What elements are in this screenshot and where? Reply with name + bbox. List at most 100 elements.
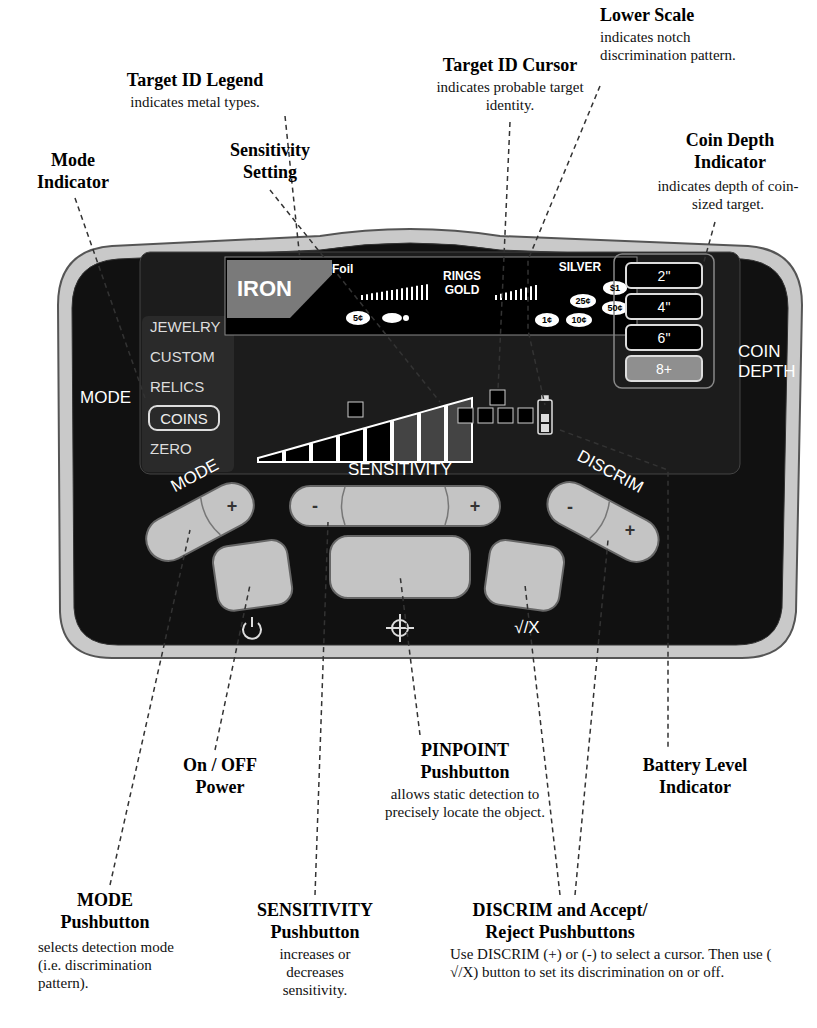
- callout-note: increases or decreases sensitivity.: [255, 945, 375, 999]
- callout-title: On / OFF Power: [165, 755, 275, 798]
- callout-note: indicates probable target identity.: [430, 78, 590, 114]
- power-icon: [243, 617, 261, 639]
- callout-title: Sensitivity Setting: [215, 140, 325, 183]
- button-sign: +: [222, 496, 242, 516]
- legend-tick: [391, 290, 393, 300]
- legend-tick: [386, 291, 388, 300]
- pinpoint-button: [330, 536, 470, 598]
- node-text: IRON: [237, 276, 292, 302]
- cursor-squares: [348, 390, 533, 423]
- panel-label: COIN DEPTH: [738, 342, 800, 383]
- callout-note: Use DISCRIM (+) or (-) to select a curso…: [450, 945, 780, 981]
- callout-note: indicates depth of coin-sized target.: [648, 177, 808, 213]
- callout-title: MODE Pushbutton: [35, 890, 175, 933]
- callout-title: SENSITIVITY Pushbutton: [245, 900, 385, 943]
- button-sign: -: [305, 496, 325, 516]
- button-sign: +: [465, 496, 485, 516]
- callout-note: indicates metal types.: [90, 93, 300, 111]
- callout-title: DISCRIM and Accept/ Reject Pushbuttons: [450, 900, 670, 943]
- legend-tick: [520, 289, 522, 300]
- legend-strip: [225, 257, 637, 335]
- panel-label: √/X: [505, 618, 549, 638]
- battery-icon: [538, 396, 552, 434]
- sensitivity-cell: [285, 443, 310, 462]
- coin-label: 50¢: [602, 301, 628, 315]
- callout-title: Target ID Cursor: [420, 55, 600, 77]
- pull-tab-icon: [382, 313, 409, 323]
- coin-label: 25¢: [570, 294, 596, 308]
- callout-title: Target ID Legend: [90, 70, 300, 92]
- mode-item: JEWELRY: [150, 318, 230, 336]
- panel-face: [72, 243, 788, 645]
- legend-tick: [421, 285, 423, 300]
- legend-label: GOLD: [432, 284, 492, 298]
- mode-selected: COINS: [148, 405, 220, 431]
- coin-depth-frame: [614, 254, 714, 388]
- callout-note: allows static detection to precisely loc…: [385, 785, 545, 821]
- node-text: 6": [658, 330, 671, 346]
- coin-label: $1: [603, 281, 627, 295]
- coin-icons: [346, 281, 628, 327]
- legend-tick: [426, 284, 428, 300]
- legend-tick: [530, 286, 532, 300]
- legend-tick: [371, 293, 373, 300]
- lcd-window: [140, 252, 740, 474]
- legend-tick: [495, 295, 497, 300]
- legend-tick: [416, 286, 418, 300]
- legend-label: RINGS: [432, 270, 492, 284]
- legend-tick: [401, 288, 403, 300]
- crosshair-icon: [386, 614, 414, 642]
- node-text: 4": [658, 299, 671, 315]
- sensitivity-cell: [366, 421, 391, 462]
- coin-label: 10¢: [566, 313, 592, 327]
- legend-tick: [406, 288, 408, 301]
- discrim-button: [540, 474, 667, 569]
- sensitivity-cell: [393, 413, 418, 462]
- button-sign: -: [560, 497, 580, 517]
- sensitivity-cell: [258, 451, 283, 462]
- callout-note: indicates notch discrimination pattern.: [600, 28, 750, 64]
- legend-label: SILVER: [545, 261, 615, 275]
- callout-note: selects detection mode (i.e. discriminat…: [38, 938, 178, 992]
- legend-tick: [381, 292, 383, 300]
- panel-label: SENSITIVITY: [330, 460, 470, 480]
- legend-tick: [366, 294, 368, 300]
- node-text: 8+: [656, 361, 672, 377]
- power-button: [211, 538, 294, 613]
- sensitivity-cell: [339, 428, 364, 462]
- legend-tick: [411, 287, 413, 300]
- legend-tick: [525, 288, 527, 301]
- callout-title: Coin Depth Indicator: [655, 130, 805, 173]
- depth-box: 8+: [625, 355, 703, 382]
- depth-box: 2": [625, 262, 703, 289]
- legend-tick: [535, 285, 537, 300]
- node-text: 2": [658, 268, 671, 284]
- legend-tick: [510, 291, 512, 300]
- coin-label: 5¢: [346, 311, 370, 325]
- depth-box: 4": [625, 293, 703, 320]
- depth-box: 6": [625, 324, 703, 351]
- sensitivity-cell: [420, 406, 445, 462]
- legend-label: Foil: [332, 262, 372, 276]
- callout-title: PINPOINT Pushbutton: [385, 740, 545, 783]
- button-sign: +: [620, 520, 640, 540]
- legend-tick: [376, 293, 378, 301]
- panel-label: MODE: [80, 388, 142, 408]
- legend-ticks: [362, 284, 536, 300]
- leader-lines: [75, 86, 715, 895]
- legend-tick: [396, 289, 398, 300]
- mode-region: [142, 316, 234, 472]
- mode-item: CUSTOM: [150, 348, 230, 366]
- sensitivity-cell: [312, 436, 337, 462]
- mode-item: RELICS: [150, 378, 230, 396]
- legend-tick: [505, 293, 507, 301]
- sensitivity-button: [290, 486, 500, 526]
- legend-tick: [361, 295, 363, 300]
- sensitivity-bar: [258, 398, 472, 462]
- node-text: COINS: [160, 410, 208, 427]
- housing: [58, 229, 802, 658]
- sensitivity-cell: [447, 398, 472, 462]
- callout-title: Battery Level Indicator: [625, 755, 765, 798]
- callout-title: Lower Scale: [600, 5, 740, 27]
